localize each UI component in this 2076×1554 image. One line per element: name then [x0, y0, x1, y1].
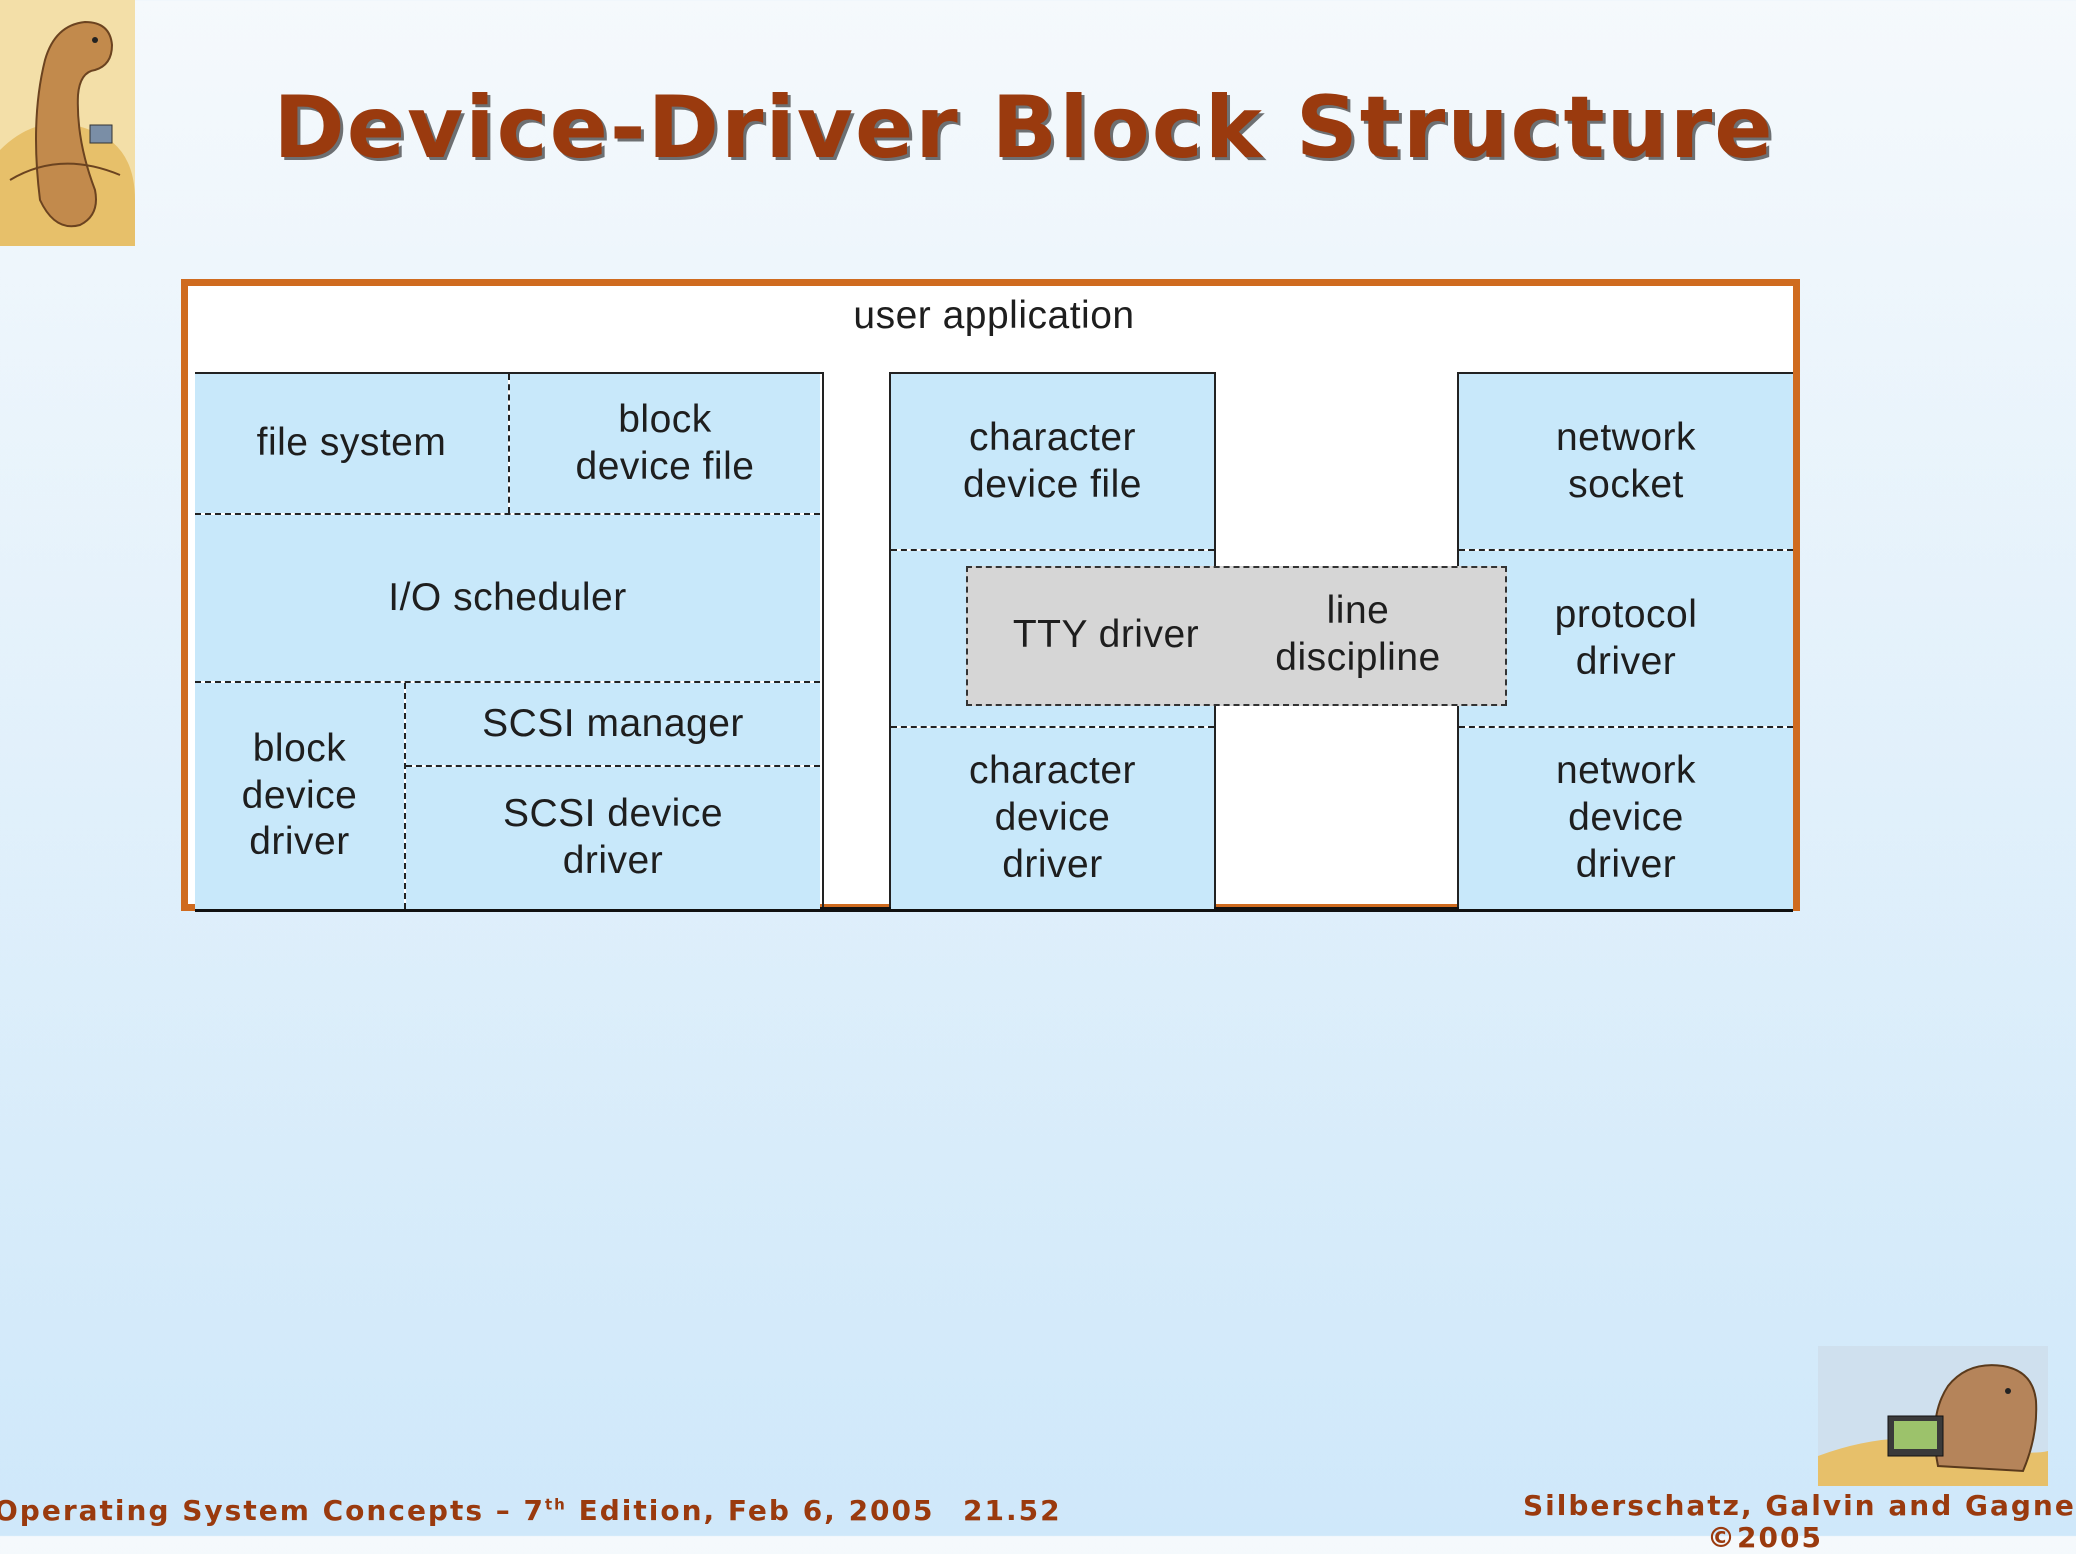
footer-authors: Silberschatz, Galvin and Gagne: [1523, 1489, 2076, 1522]
tty-driver-label: TTY driver: [1012, 613, 1200, 656]
divider: [891, 726, 1214, 728]
block-stack: file system block device file I/O schedu…: [195, 372, 824, 909]
device-driver-diagram: user application file system block devic…: [181, 279, 1800, 912]
network-socket-block: network socket: [1459, 374, 1793, 549]
footer-copyright: ©2005: [1707, 1521, 1823, 1554]
footer-course-prefix: Operating System Concepts – 7: [0, 1494, 546, 1527]
footer-course-sup: th: [545, 1495, 567, 1514]
dinosaur-illustration-icon: [0, 0, 135, 246]
dinosaur-laptop-illustration-icon: [1818, 1346, 2048, 1486]
character-device-driver-block: character device driver: [891, 728, 1214, 909]
network-device-driver-block: network device driver: [1459, 728, 1793, 909]
divider: [1459, 726, 1793, 728]
scsi-manager-block: SCSI manager: [406, 683, 820, 765]
character-stack: character device file character device d…: [889, 372, 1216, 909]
block-device-file-block: block device file: [510, 374, 820, 513]
divider: [195, 513, 820, 515]
io-scheduler-block: I/O scheduler: [195, 515, 820, 681]
user-application-label: user application: [853, 294, 1135, 337]
tty-line-discipline-block: TTY driver line discipline: [966, 566, 1507, 706]
block-device-driver-block: block device driver: [195, 683, 404, 909]
divider: [891, 549, 1214, 551]
divider: [508, 374, 510, 513]
footer-page-number: 21.52: [963, 1494, 1062, 1527]
file-system-block: file system: [195, 374, 508, 513]
diagram-canvas: user application file system block devic…: [195, 293, 1793, 912]
footer-course-info: Operating System Concepts – 7th Edition,…: [0, 1494, 935, 1527]
slide-title: Device-Driver Block Structure: [273, 78, 1775, 178]
scsi-device-driver-block: SCSI device driver: [406, 767, 820, 909]
protocol-driver-block: protocol driver: [1459, 551, 1793, 726]
network-stack: network socket protocol driver network d…: [1457, 372, 1793, 909]
line-discipline-label: line discipline: [1275, 589, 1441, 679]
divider: [406, 765, 820, 767]
divider: [1459, 549, 1793, 551]
divider: [404, 683, 406, 909]
footer-course-suffix: Edition, Feb 6, 2005: [566, 1494, 935, 1527]
character-device-file-block: character device file: [891, 374, 1214, 549]
divider: [195, 681, 820, 683]
